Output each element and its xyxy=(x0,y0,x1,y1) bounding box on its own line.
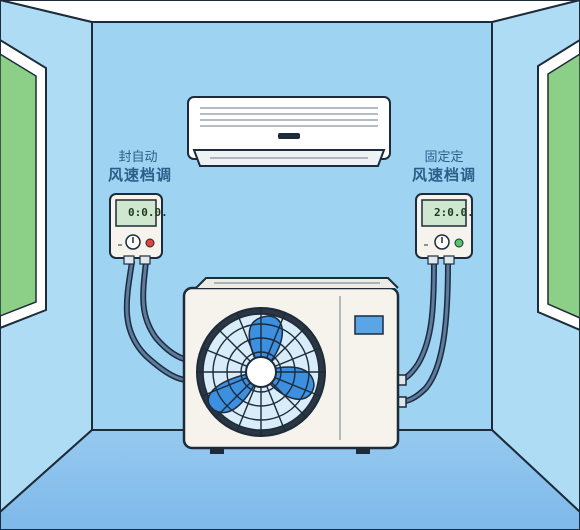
right-hoses xyxy=(395,259,451,408)
left-window xyxy=(0,38,47,330)
ceiling xyxy=(0,0,580,23)
right-label-top: 固定定 xyxy=(424,150,464,165)
floor xyxy=(0,429,580,530)
left-meter-reading: 0:0.0. xyxy=(128,206,168,219)
right-label-bottom: 风速档调 xyxy=(411,166,476,184)
left-label-bottom: 风速档调 xyxy=(107,166,172,184)
right-meter-reading: 2:0.0. xyxy=(434,206,474,219)
right-window xyxy=(537,38,580,332)
left-indicator-light xyxy=(145,238,155,248)
outdoor-panel-square xyxy=(354,315,384,335)
right-indicator-light xyxy=(454,238,464,248)
left-hoses xyxy=(123,259,191,383)
left-meter xyxy=(109,193,163,265)
right-meter xyxy=(415,193,473,265)
left-label-top: 封自动 xyxy=(118,150,158,165)
outdoor-ac-unit xyxy=(182,277,400,454)
fan xyxy=(196,307,326,437)
indoor-ac-unit xyxy=(187,96,391,167)
